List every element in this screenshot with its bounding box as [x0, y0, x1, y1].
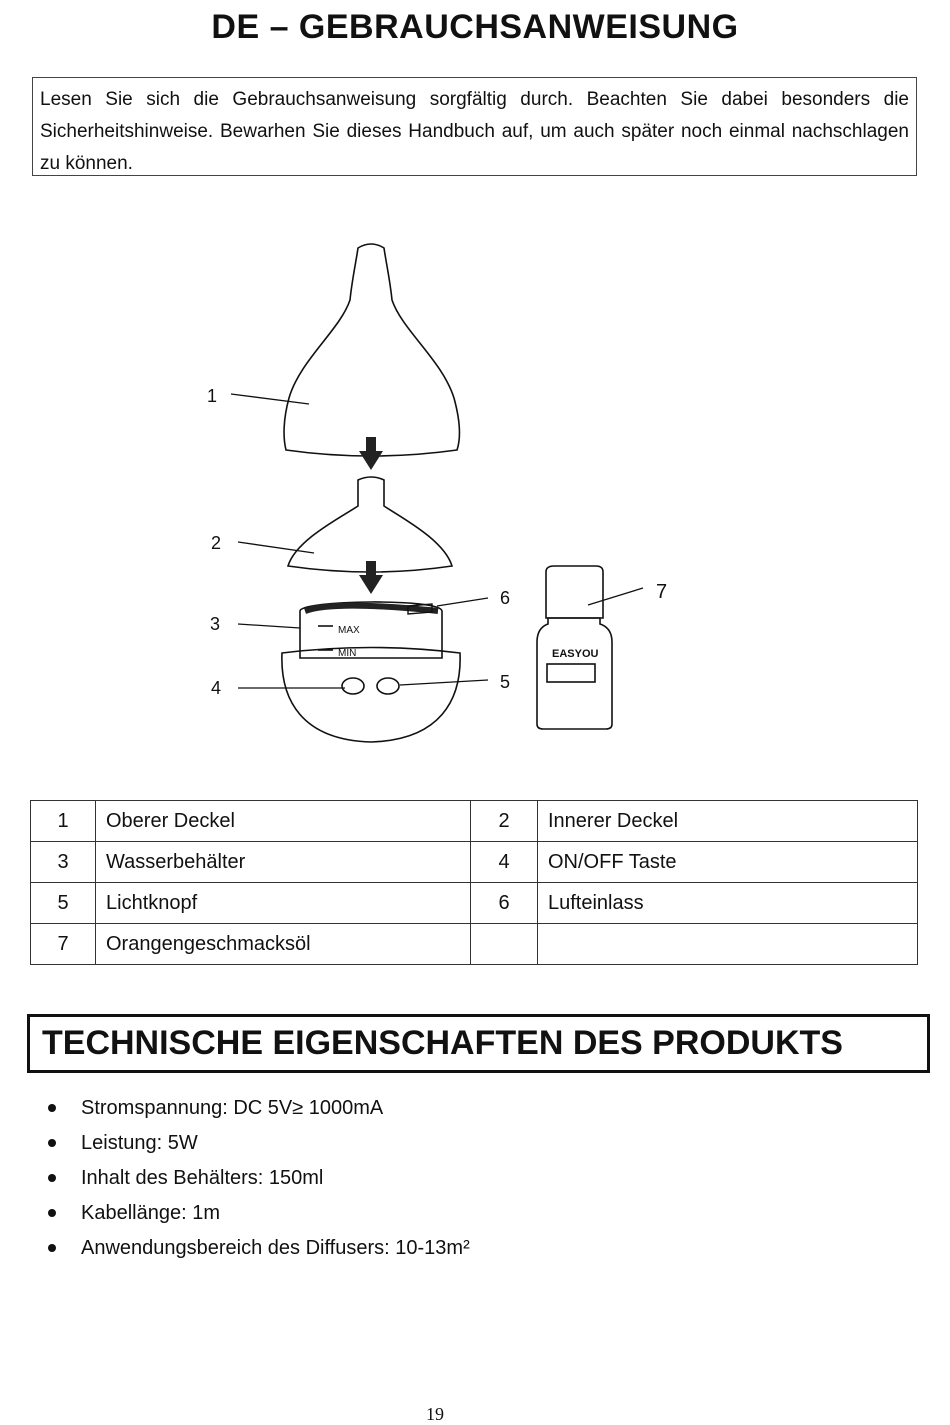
spec-text: Leistung: 5W	[81, 1132, 198, 1154]
bottle-body	[536, 617, 613, 730]
upper-cover-shape	[283, 243, 461, 457]
max-label: MAX	[338, 625, 360, 636]
intro-notice: Lesen Sie sich die Gebrauchsanweisung so…	[32, 77, 917, 176]
specs-heading-box: TECHNISCHE EIGENSCHAFTEN DES PRODUKTS	[27, 1014, 930, 1073]
min-label: MIN	[338, 648, 356, 659]
part-label: Innerer Deckel	[537, 800, 918, 842]
air-inlet-slot	[407, 603, 433, 615]
bullet-icon	[48, 1139, 56, 1147]
callout-2: 2	[211, 533, 221, 553]
page-number: 19	[426, 1404, 444, 1424]
part-label: Wasserbehälter	[95, 841, 471, 883]
bottle-label-box	[546, 663, 596, 683]
table-row: 7 Orangengeschmacksöl	[30, 923, 918, 965]
part-number: 5	[30, 882, 96, 924]
callout-4: 4	[211, 678, 221, 698]
assembly-arrows	[359, 437, 383, 594]
callout-6: 6	[500, 588, 510, 608]
list-item: Leistung: 5W	[40, 1128, 470, 1163]
bullet-icon	[48, 1174, 56, 1182]
part-number: 7	[30, 923, 96, 965]
table-row: 1 Oberer Deckel 2 Innerer Deckel	[30, 800, 918, 842]
bottle-brand: EASYOU	[552, 648, 599, 660]
list-item: Inhalt des Behälters: 150ml	[40, 1163, 470, 1198]
bullet-icon	[48, 1104, 56, 1112]
part-number	[470, 923, 538, 965]
part-label: Lichtknopf	[95, 882, 471, 924]
product-diagram: 1 2 3 4 5 6 7 MAX MIN EASYOU	[190, 235, 710, 755]
exploded-view-svg: 1 2 3 4 5 6 7 MAX MIN EASYOU	[207, 243, 667, 743]
inner-cover-shape	[286, 476, 454, 573]
part-number: 6	[470, 882, 538, 924]
part-number: 3	[30, 841, 96, 883]
part-label: Lufteinlass	[537, 882, 918, 924]
list-item: Stromspannung: DC 5V≥ 1000mA	[40, 1093, 470, 1128]
part-number: 2	[470, 800, 538, 842]
table-row: 3 Wasserbehälter 4 ON/OFF Taste	[30, 841, 918, 883]
part-label: ON/OFF Taste	[537, 841, 918, 883]
spec-text: Inhalt des Behälters: 150ml	[81, 1167, 324, 1189]
callout-7: 7	[656, 581, 667, 603]
bullet-icon	[48, 1244, 56, 1252]
light-button	[376, 677, 400, 695]
callout-1: 1	[207, 386, 217, 406]
part-number: 1	[30, 800, 96, 842]
part-number: 4	[470, 841, 538, 883]
on-off-button	[341, 677, 365, 695]
list-item: Anwendungsbereich des Diffusers: 10-13m²	[40, 1233, 470, 1268]
specs-heading: TECHNISCHE EIGENSCHAFTEN DES PRODUKTS	[42, 1024, 843, 1062]
part-label: Oberer Deckel	[95, 800, 471, 842]
page-title: DE – GEBRAUCHSANWEISUNG	[211, 8, 739, 46]
callout-5: 5	[500, 672, 510, 692]
water-surface	[303, 602, 439, 614]
spec-text: Anwendungsbereich des Diffusers: 10-13m²	[81, 1237, 470, 1259]
bottle-cap	[545, 565, 604, 619]
spec-text: Stromspannung: DC 5V≥ 1000mA	[81, 1097, 384, 1119]
table-row: 5 Lichtknopf 6 Lufteinlass	[30, 882, 918, 924]
water-tank-shape	[299, 601, 443, 659]
base-shape	[281, 646, 461, 743]
bullet-icon	[48, 1209, 56, 1217]
spec-text: Kabellänge: 1m	[81, 1202, 220, 1224]
specs-list: Stromspannung: DC 5V≥ 1000mA Leistung: 5…	[40, 1093, 470, 1268]
callout-3: 3	[210, 614, 220, 634]
part-label: Orangengeschmacksöl	[95, 923, 471, 965]
part-label	[537, 923, 918, 965]
parts-table: 1 Oberer Deckel 2 Innerer Deckel 3 Wasse…	[30, 800, 918, 965]
list-item: Kabellänge: 1m	[40, 1198, 470, 1233]
